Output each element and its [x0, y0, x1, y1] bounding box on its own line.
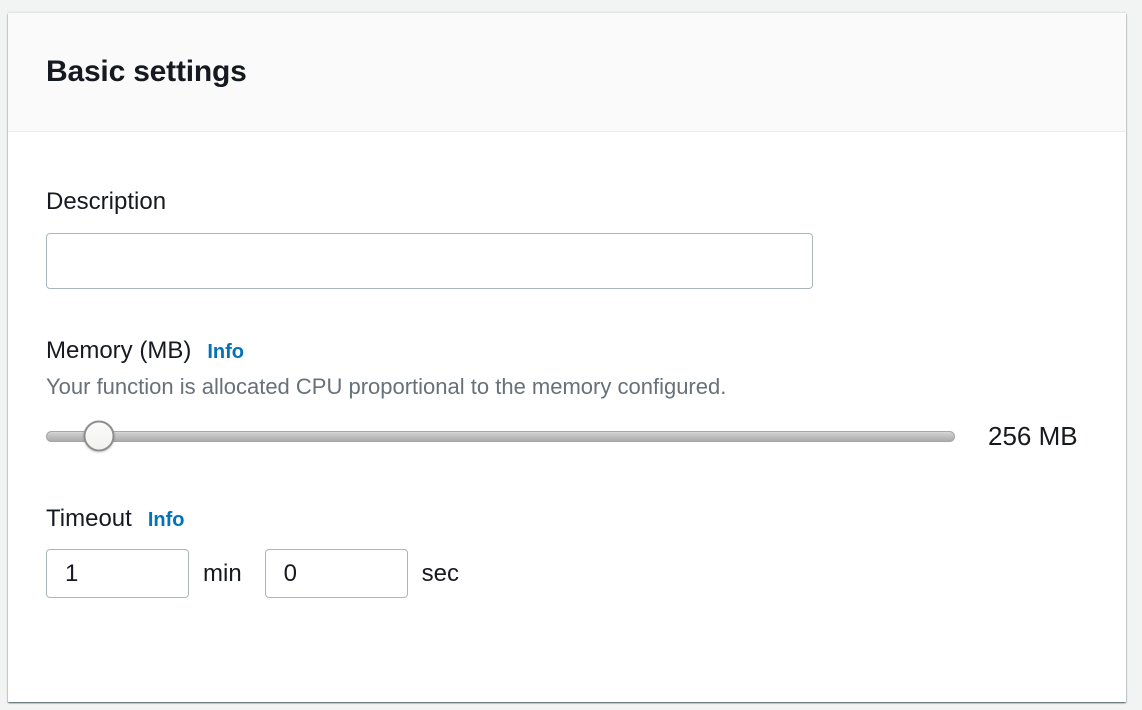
timeout-info-link[interactable]: Info: [147, 509, 185, 531]
memory-info-link[interactable]: Info: [207, 341, 244, 363]
memory-label-row: Memory (MB) Info: [46, 335, 1088, 367]
description-field: Description: [46, 186, 1088, 289]
panel-title: Basic settings: [46, 55, 247, 88]
timeout-label: Timeout: [46, 505, 132, 532]
description-label: Description: [46, 188, 167, 215]
memory-field: Memory (MB) Info Your function is alloca…: [46, 335, 1088, 453]
memory-helper-text: Your function is allocated CPU proportio…: [46, 374, 727, 399]
panel-header: Basic settings: [8, 13, 1126, 132]
panel-body: Description Memory (MB) Info Your functi…: [8, 132, 1126, 598]
timeout-field: Timeout Info min sec: [46, 503, 1088, 598]
description-input[interactable]: [46, 233, 813, 289]
timeout-seconds-unit-label: sec: [421, 559, 460, 587]
memory-slider-row: 256 MB: [46, 419, 1088, 453]
memory-slider[interactable]: [46, 420, 955, 452]
memory-label: Memory (MB): [46, 337, 192, 364]
timeout-minutes-unit-label: min: [203, 559, 242, 587]
memory-value: 256 MB: [988, 420, 1078, 451]
timeout-inputs-row: min sec: [46, 549, 1088, 598]
basic-settings-panel: Basic settings Description Memory (MB) I…: [8, 13, 1126, 702]
memory-slider-handle[interactable]: [83, 420, 115, 452]
timeout-label-row: Timeout Info: [46, 503, 1088, 535]
timeout-seconds-input[interactable]: [264, 549, 408, 598]
timeout-minutes-input[interactable]: [46, 549, 189, 598]
